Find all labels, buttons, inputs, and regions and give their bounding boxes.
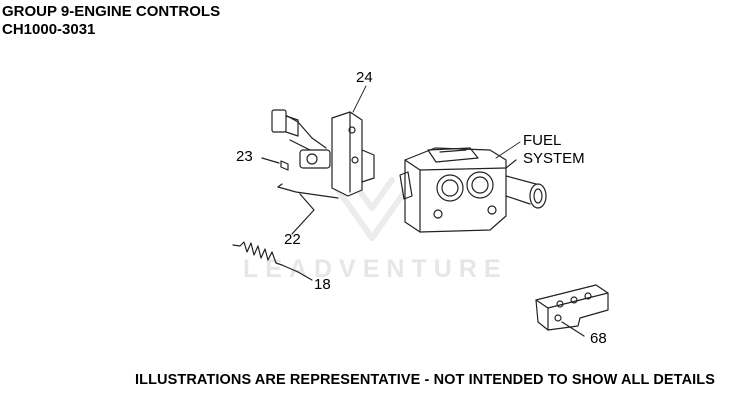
fuel-system-carburetor — [399, 147, 547, 233]
callout-18: 18 — [314, 276, 331, 293]
model-number: CH1000-3031 — [2, 21, 96, 38]
callout-24: 24 — [356, 69, 373, 86]
watermark-text: LEADVENTURE — [243, 255, 508, 283]
part-24-bracket — [271, 109, 375, 197]
disclaimer-footer: ILLUSTRATIONS ARE REPRESENTATIVE - NOT I… — [135, 372, 715, 388]
part-22-rod — [277, 183, 339, 235]
callout-system: SYSTEM — [523, 150, 585, 167]
callout-fuel: FUEL — [523, 132, 562, 149]
diagram-title: GROUP 9-ENGINE CONTROLS — [2, 3, 221, 20]
leader-lines — [352, 85, 521, 159]
part-68-bracket — [535, 284, 609, 337]
callout-22: 22 — [284, 231, 301, 248]
part-18-spring — [232, 241, 313, 281]
callout-23: 23 — [236, 148, 253, 165]
part-23-screw — [261, 157, 289, 171]
callout-68: 68 — [590, 330, 607, 347]
